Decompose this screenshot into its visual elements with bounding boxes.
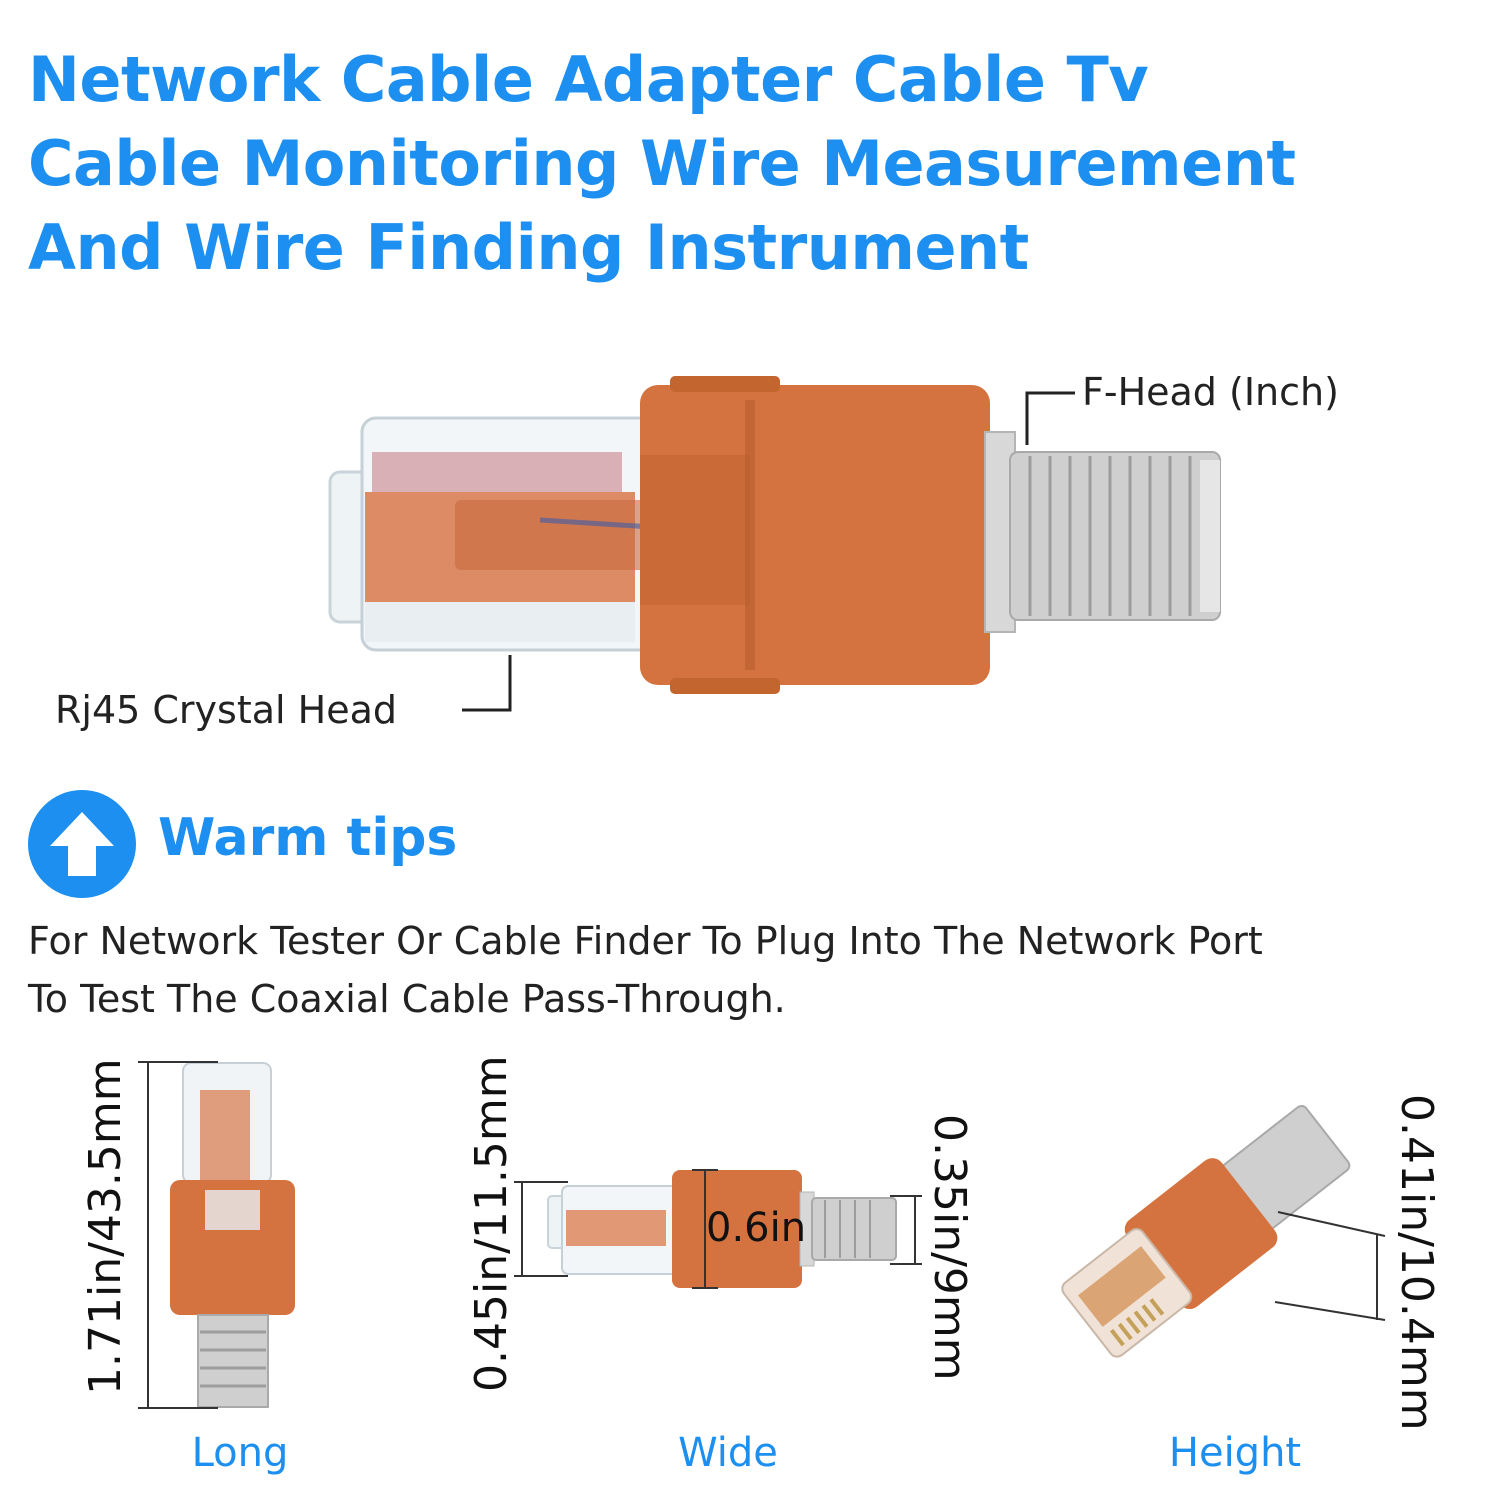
long-dimension-line (138, 1061, 218, 1409)
title-line-1: Network Cable Adapter Cable Tv (28, 43, 1149, 116)
wide-right-dimension-value: 0.35in/9mm (924, 1114, 975, 1381)
wide-caption: Wide (678, 1430, 778, 1476)
product-title: Network Cable Adapter Cable Tv Cable Mon… (28, 38, 1478, 290)
height-dimension-lines (1274, 1211, 1386, 1321)
tips-line-1: For Network Tester Or Cable Finder To Pl… (28, 919, 1263, 963)
rj45-crystal-head-image (328, 416, 701, 652)
f-head-label: F-Head (Inch) (1082, 370, 1339, 414)
long-caption: Long (191, 1430, 289, 1476)
arrow-up-icon (28, 790, 136, 898)
rj45-callout-line (462, 655, 512, 712)
long-view-image (170, 1062, 295, 1408)
title-line-3: And Wire Finding Instrument (28, 211, 1029, 284)
title-line-2: Cable Monitoring Wire Measurement (28, 127, 1296, 200)
wide-left-dimension-value: 0.45in/11.5mm (466, 1055, 517, 1392)
orange-adapter-body-image (640, 376, 990, 694)
f-head-connector-image (984, 431, 1221, 633)
wide-dimension-lines (514, 1169, 922, 1289)
warm-tips-title: Warm tips (158, 808, 458, 868)
height-caption: Height (1168, 1430, 1302, 1476)
f-head-callout-line (1025, 391, 1075, 445)
wide-center-dimension-value: 0.6in (706, 1205, 807, 1251)
rj45-label: Rj45 Crystal Head (55, 688, 398, 732)
height-view-image (1061, 1104, 1351, 1358)
warm-tips-text: For Network Tester Or Cable Finder To Pl… (28, 912, 1488, 1028)
tips-line-2: To Test The Coaxial Cable Pass-Through. (28, 977, 786, 1021)
height-dimension-value: 0.41in/10.4mm (1391, 1094, 1442, 1431)
long-dimension-value: 1.71in/43.5mm (80, 1058, 131, 1395)
